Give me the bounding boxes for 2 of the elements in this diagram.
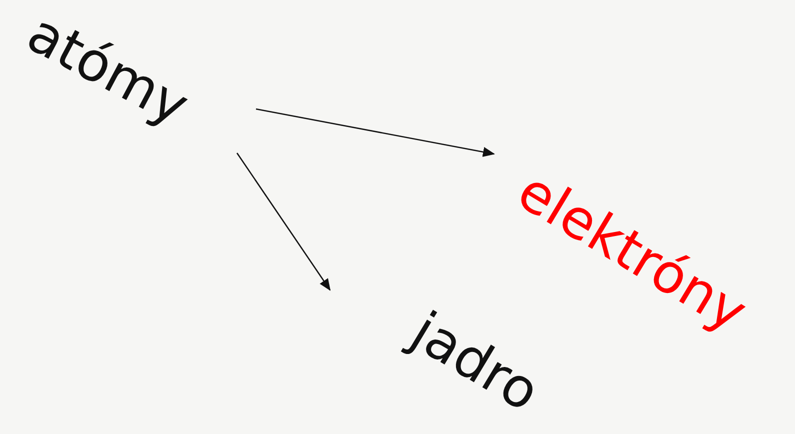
arrow <box>236 152 331 291</box>
arrow <box>256 108 495 157</box>
